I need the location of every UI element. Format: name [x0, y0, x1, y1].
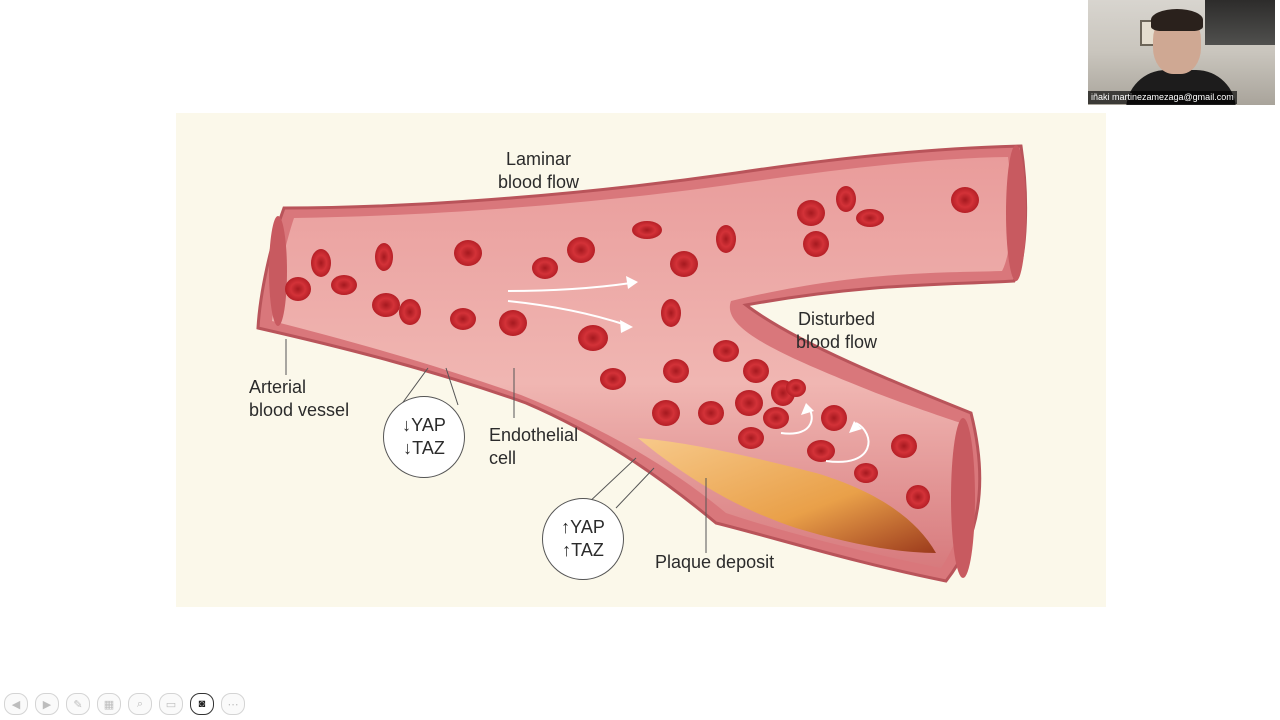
participant-email: iñaki martinezamezaga@gmail.com — [1088, 91, 1237, 104]
slides-grid-icon[interactable]: ▦ — [97, 693, 121, 715]
prev-slide-icon[interactable]: ◀ — [4, 693, 28, 715]
subtitles-icon[interactable]: ▭ — [159, 693, 183, 715]
next-slide-icon[interactable]: ▶ — [35, 693, 59, 715]
yap-taz-decrease-marker: ↓YAP ↓TAZ — [383, 396, 465, 478]
red-blood-cells — [285, 186, 979, 509]
presentation-toolbar: ◀ ▶ ✎ ▦ ⌕ ▭ ◙ ⋯ — [4, 693, 245, 715]
arterial-vessel-label: Arterial blood vessel — [249, 377, 350, 420]
plaque-deposit — [638, 438, 936, 553]
vessel-lumen — [272, 157, 1012, 568]
camera-icon[interactable]: ◙ — [190, 693, 214, 715]
webcam-thumbnail: iñaki martinezamezaga@gmail.com — [1088, 0, 1275, 105]
slide-figure: Laminar blood flow Disturbed blood flow … — [176, 113, 1106, 607]
endothelial-cell-label: Endothelial cell — [489, 425, 579, 468]
plaque-deposit-label: Plaque deposit — [655, 552, 775, 572]
flow-arrows — [507, 282, 870, 463]
disturbed-flow-label: Disturbed blood flow — [796, 309, 878, 352]
pen-icon[interactable]: ✎ — [66, 693, 90, 715]
zoom-icon[interactable]: ⌕ — [128, 693, 152, 715]
yap-taz-increase-marker: ↑YAP ↑TAZ — [542, 498, 624, 580]
laminar-flow-label: Laminar blood flow — [498, 149, 580, 192]
more-options-icon[interactable]: ⋯ — [221, 693, 245, 715]
blood-vessel-illustration — [256, 144, 1028, 583]
